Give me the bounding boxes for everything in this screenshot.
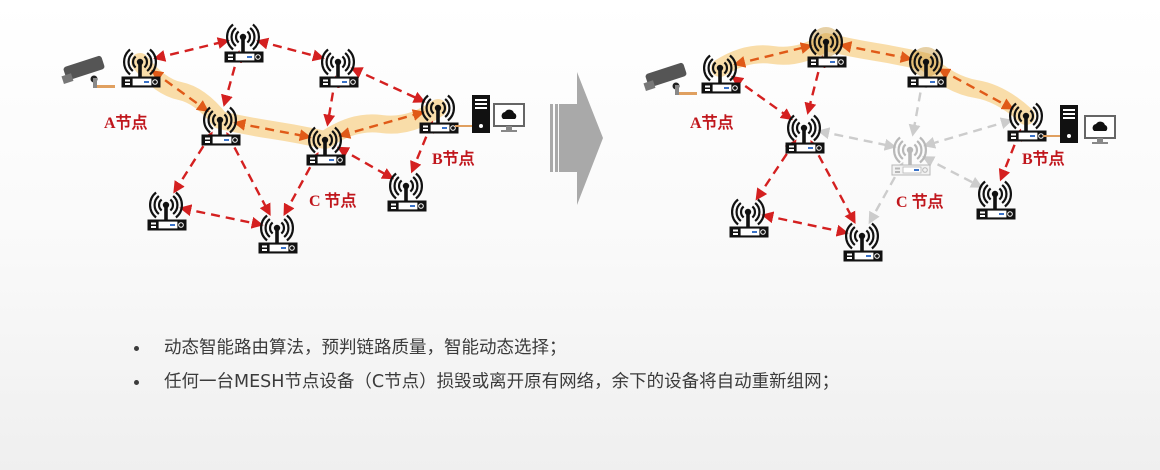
link-m-bm (226, 132, 271, 216)
wireless-router-icon (891, 136, 931, 176)
wireless-router-icon (729, 198, 769, 238)
server-tower-icon (1060, 105, 1078, 143)
link-m-c (233, 118, 312, 142)
link-t2-b (350, 67, 426, 103)
link-l-bm (761, 211, 849, 237)
cloud-monitor-icon (1084, 115, 1116, 144)
link-b-c (923, 117, 1013, 149)
wireless-router-icon (147, 191, 187, 231)
node-b-label: B节点 (1022, 149, 1065, 168)
mesh-network-diagram: A节点 B节点 C 节点 (61, 23, 1116, 262)
bullet-text: 动态智能路由算法，预判链路质量，智能动态选择； (164, 338, 567, 358)
link-l-bm (179, 204, 264, 229)
link-t2-b (937, 68, 1015, 110)
wireless-router-icon (258, 214, 298, 254)
link-m-l (755, 139, 797, 201)
link-m-bm (810, 139, 856, 225)
wireless-router-icon (807, 27, 847, 68)
security-camera-icon (61, 55, 115, 88)
bullet-item: 任何一台MESH节点设备（C节点）损毁或离开原有网络，余下的设备将自动重新组网； (128, 367, 839, 401)
link-t1-t2 (839, 41, 913, 63)
node-c-label: C 节点 (309, 191, 357, 210)
bullet-dot-icon (134, 380, 139, 385)
node-a-label: A节点 (690, 113, 734, 132)
link-t1-m (221, 50, 242, 107)
server-tower-icon (472, 95, 490, 133)
route-band (711, 33, 1035, 125)
node-b-label: B节点 (432, 149, 475, 168)
link-t2-c (908, 75, 928, 137)
bullet-item: 动态智能路由算法，预判链路质量，智能动态选择； (128, 333, 839, 367)
links (731, 41, 1023, 237)
bullet-text: 任何一台MESH节点设备（C节点）损毁或离开原有网络，余下的设备将自动重新组网； (164, 372, 840, 392)
wireless-router-icon (306, 126, 346, 166)
link-a-t1 (733, 42, 813, 68)
link-c-bm (868, 161, 904, 225)
wireless-router-icon (224, 23, 264, 63)
route-highlight-band (131, 53, 447, 149)
link-a-m (151, 69, 209, 113)
wireless-router-icon (976, 180, 1016, 220)
link-c-bm (283, 151, 319, 217)
wireless-router-icon (701, 54, 741, 94)
link-m-l (173, 131, 213, 194)
wireless-router-icon (785, 114, 825, 154)
security-camera-icon (643, 62, 697, 95)
cloud-monitor-icon (493, 103, 525, 132)
wireless-router-icon (907, 47, 947, 88)
link-c-br (336, 146, 395, 180)
diagram-after: A节点 B节点 C 节点 (643, 27, 1116, 262)
nodes (701, 27, 1047, 262)
link-c-br (922, 156, 983, 188)
route-band (131, 53, 447, 149)
wireless-router-icon (201, 106, 241, 146)
link-t1-t2 (256, 37, 325, 62)
ethernet-cable (455, 125, 472, 127)
link-t1-m (804, 55, 826, 115)
wireless-router-icon (319, 48, 359, 88)
wireless-router-icon (419, 94, 459, 134)
route-highlight-band (711, 33, 1035, 125)
bullet-dot-icon (134, 346, 139, 351)
wireless-router-icon (843, 222, 883, 262)
link-a-t1 (153, 37, 230, 62)
node-c-label: C 节点 (896, 192, 944, 211)
wireless-router-icon (121, 48, 161, 88)
feature-bullet-list: 动态智能路由算法，预判链路质量，智能动态选择； 任何一台MESH节点设备（C节点… (128, 333, 839, 401)
link-a-m (731, 75, 793, 121)
diagram-before: A节点 B节点 C 节点 (61, 23, 525, 254)
nodes (121, 23, 459, 254)
wireless-router-icon (387, 172, 427, 212)
wireless-router-icon (1007, 102, 1047, 142)
node-a-label: A节点 (104, 113, 148, 132)
link-m-c (817, 127, 897, 151)
ethernet-cable (1043, 135, 1060, 137)
block-arrow-right-icon (550, 72, 603, 205)
